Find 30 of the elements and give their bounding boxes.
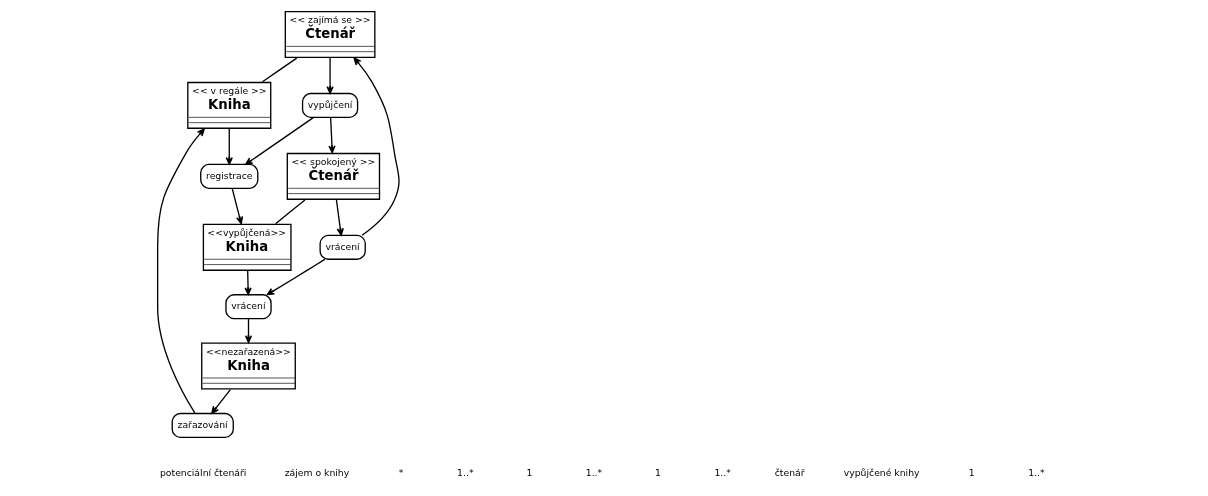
label: potenciální čtenáři xyxy=(159,466,246,478)
arrow xyxy=(325,57,334,94)
label: 1..* xyxy=(585,466,602,478)
arrow xyxy=(231,187,243,225)
label: vypůjčené knihy xyxy=(843,466,920,478)
label: čtenář xyxy=(774,466,805,478)
node-box: vrácení xyxy=(318,234,366,260)
node-box: registrace xyxy=(199,163,258,189)
label: * xyxy=(398,466,403,478)
arrow xyxy=(156,128,205,414)
arrow xyxy=(266,258,325,296)
label: 1..* xyxy=(713,466,731,478)
arrow xyxy=(352,57,400,236)
label: 1 xyxy=(968,466,975,478)
arrow xyxy=(210,389,231,414)
label: 1 xyxy=(525,466,532,478)
arrow xyxy=(243,270,252,296)
label: zájem o knihy xyxy=(284,466,349,478)
label: 1 xyxy=(654,466,661,478)
label: 1..* xyxy=(456,466,474,478)
arrow xyxy=(327,116,336,154)
node-box: vrácení xyxy=(224,294,272,320)
arrow xyxy=(225,128,233,165)
node-box: vypůjčení xyxy=(301,92,358,118)
connector xyxy=(274,199,306,225)
connector xyxy=(261,57,297,83)
label: 1..* xyxy=(1027,466,1045,478)
arrow xyxy=(244,116,314,166)
arrow xyxy=(335,199,344,236)
node-box: zařazování xyxy=(171,412,234,439)
